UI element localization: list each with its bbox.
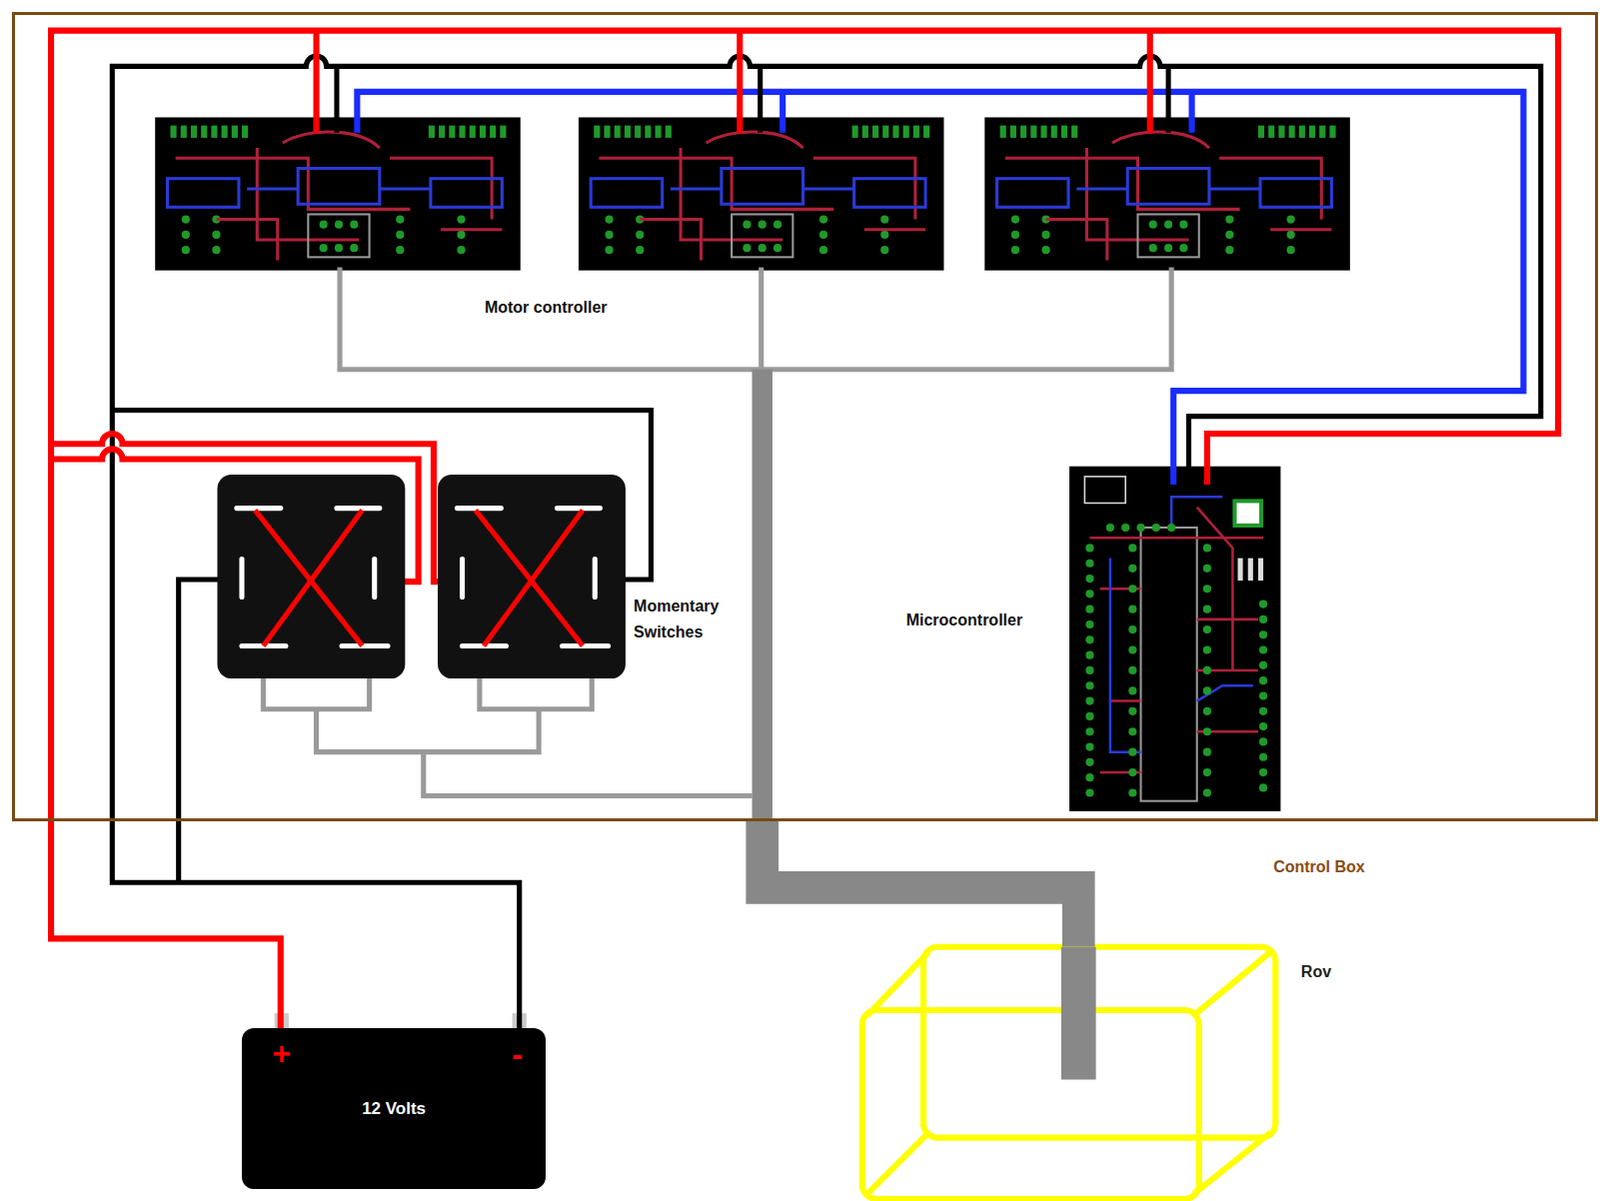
group-label: Momentary Switches (633, 593, 734, 645)
switch-group: Momentary Switches (216, 474, 625, 679)
rov-label: Rov (1301, 959, 1332, 986)
power-wire-negative (111, 821, 519, 1029)
tether-cable (762, 821, 1080, 948)
tether-cable (752, 369, 773, 822)
rov-body: Rov (862, 947, 1277, 1200)
rov-wireframe (862, 947, 1277, 1200)
ground-wire (111, 55, 1541, 883)
terminal-sign: + (271, 1037, 291, 1070)
momentary-switch (437, 474, 626, 679)
power-wire (50, 30, 1559, 822)
section-label: Motor controller (484, 299, 608, 316)
power-wire-positive (50, 821, 281, 1029)
microcontroller-board: Microcontroller (1069, 466, 1281, 812)
motor-controller-board (154, 116, 521, 270)
terminal-sign: - (511, 1037, 523, 1072)
momentary-switch (216, 474, 405, 679)
board-label: Microcontroller (906, 607, 1023, 634)
motor-controller-board (578, 116, 945, 270)
box-heading: Control Box (1273, 854, 1366, 881)
microcontroller-board (1069, 466, 1281, 812)
control-box: Control BoxMomentary SwitchesMicrocontro… (11, 11, 1599, 822)
battery-label: 12 Volts (361, 1095, 426, 1123)
tether-cable (1061, 947, 1097, 1081)
signal-bus-wire (356, 91, 1524, 485)
motor-controller-board (984, 116, 1351, 270)
